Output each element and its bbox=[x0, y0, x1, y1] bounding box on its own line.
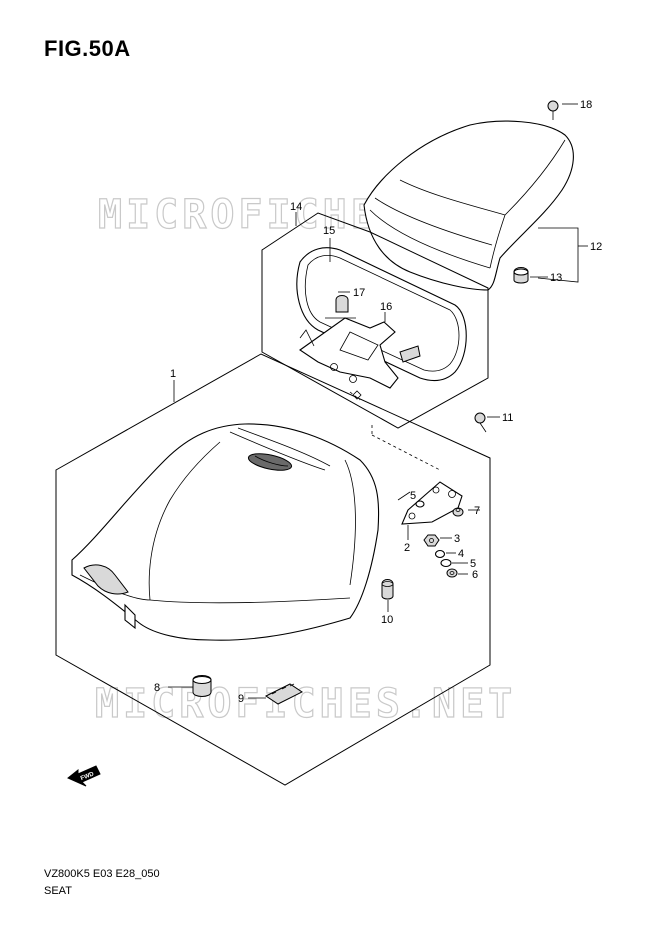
callout-16: 16 bbox=[380, 301, 392, 313]
callout-18: 18 bbox=[580, 99, 592, 111]
passenger-seat[interactable] bbox=[363, 120, 574, 291]
callout-12: 12 bbox=[590, 241, 602, 253]
leader-lines bbox=[168, 103, 588, 699]
nut-6[interactable] bbox=[446, 568, 458, 578]
callout-6: 6 bbox=[472, 569, 478, 581]
callout-2: 2 bbox=[404, 542, 410, 554]
callout-15: 15 bbox=[323, 225, 335, 237]
cushion-7[interactable] bbox=[452, 507, 464, 517]
callout-4: 4 bbox=[458, 548, 464, 560]
callout-8: 8 bbox=[154, 682, 160, 694]
nut-3[interactable] bbox=[423, 534, 440, 547]
watermark-bottom: MICROFICHES.NET bbox=[95, 681, 516, 727]
callout-5-upper: 5 bbox=[410, 490, 416, 502]
callout-10: 10 bbox=[381, 614, 393, 626]
cushion-13[interactable] bbox=[513, 267, 529, 284]
seat-hinge-bracket[interactable] bbox=[401, 481, 463, 525]
callout-9: 9 bbox=[238, 693, 244, 705]
callout-7: 7 bbox=[474, 505, 480, 517]
figure-footer: VZ800K5 E03 E28_050 SEAT bbox=[44, 866, 160, 900]
seat-lock-bracket[interactable] bbox=[299, 317, 399, 389]
collar-4[interactable] bbox=[434, 549, 446, 559]
washer-5-lower[interactable] bbox=[440, 558, 452, 568]
rider-seat[interactable] bbox=[71, 423, 380, 641]
forward-badge-label: FWD bbox=[80, 771, 96, 782]
bolt-18[interactable] bbox=[547, 100, 559, 120]
callout-17: 17 bbox=[353, 287, 365, 299]
callout-14: 14 bbox=[290, 201, 302, 213]
seat-base-screw[interactable] bbox=[325, 295, 356, 319]
cushion-8[interactable] bbox=[192, 675, 212, 697]
model-code: VZ800K5 E03 E28_050 bbox=[44, 868, 160, 880]
callout-11: 11 bbox=[502, 412, 513, 424]
passenger-seat-base-plate[interactable] bbox=[296, 247, 467, 382]
figure-title: FIG.50A bbox=[44, 36, 131, 61]
cushion-9[interactable] bbox=[265, 683, 303, 705]
callout-3: 3 bbox=[454, 533, 460, 545]
callout-1: 1 bbox=[170, 368, 176, 380]
callout-13: 13 bbox=[550, 272, 562, 284]
cushion-10[interactable] bbox=[381, 579, 394, 600]
rider-seat-assembly-frame bbox=[55, 353, 491, 786]
callout-5-lower: 5 bbox=[470, 558, 476, 570]
washer-5-upper[interactable] bbox=[415, 500, 425, 508]
forward-direction-badge: FWD bbox=[67, 765, 101, 787]
section-name: SEAT bbox=[44, 885, 72, 897]
passenger-seat-assembly-frame bbox=[261, 212, 489, 429]
bolt-11[interactable] bbox=[474, 412, 487, 433]
